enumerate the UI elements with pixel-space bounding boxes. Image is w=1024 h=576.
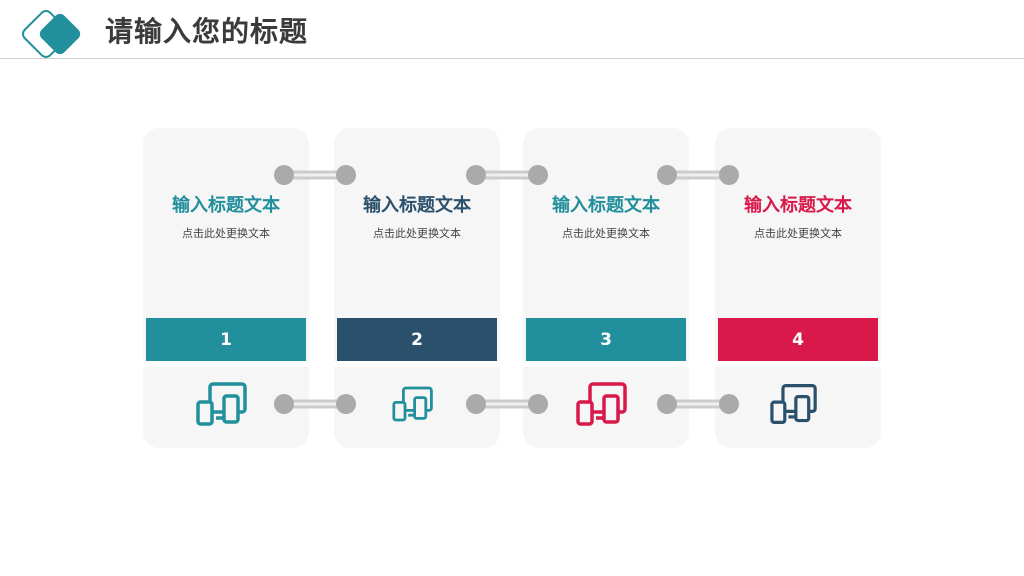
card-description: 点击此处更换文本	[182, 227, 270, 240]
card-description: 点击此处更换文本	[754, 227, 842, 240]
card-title: 输入标题文本	[363, 195, 471, 216]
chain-connector	[274, 394, 356, 414]
step-number-band: 3	[526, 318, 686, 361]
devices-icon	[770, 383, 817, 425]
chain-connector	[466, 394, 548, 414]
band-gap	[143, 361, 309, 367]
card-title: 输入标题文本	[552, 195, 660, 216]
devices-icon	[576, 382, 627, 426]
devices-icon	[196, 382, 247, 426]
card-title: 输入标题文本	[744, 195, 852, 216]
card-description: 点击此处更换文本	[562, 227, 650, 240]
step-number-band: 2	[337, 318, 497, 361]
band-gap	[715, 361, 881, 367]
card-title: 输入标题文本	[172, 195, 280, 216]
step-number-band: 4	[718, 318, 878, 361]
card-description: 点击此处更换文本	[373, 227, 461, 240]
band-gap	[523, 361, 689, 367]
chain-connector	[657, 394, 739, 414]
step-number-band: 1	[146, 318, 306, 361]
devices-icon	[392, 386, 433, 422]
chain-connector	[466, 165, 548, 185]
chain-connector	[657, 165, 739, 185]
logo-diamond-icon	[22, 10, 81, 58]
page-title: 请输入您的标题	[105, 15, 309, 48]
header-divider	[0, 58, 1024, 59]
chain-connector	[274, 165, 356, 185]
band-gap	[334, 361, 500, 367]
step-card-4[interactable]: 输入标题文本 点击此处更换文本 4	[715, 128, 881, 448]
